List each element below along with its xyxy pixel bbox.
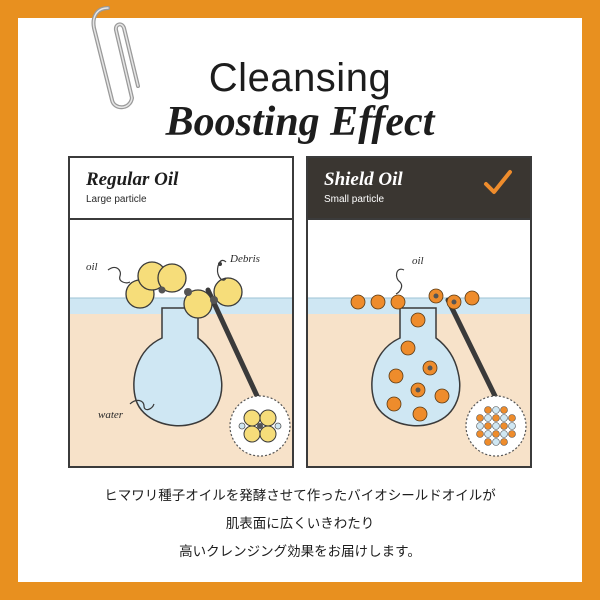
zoom-particle xyxy=(508,422,516,430)
oil-particle xyxy=(213,277,243,307)
regular-oil-diagram: oil Debris water xyxy=(70,253,292,466)
zoom-particle xyxy=(500,406,508,414)
oil-particle xyxy=(410,312,426,328)
regular-oil-panel: Regular Oil Large particle xyxy=(68,156,294,468)
oil-label: oil xyxy=(86,261,98,273)
zoom-particle xyxy=(492,438,500,446)
oil-particle xyxy=(464,290,480,306)
debris-label: Debris xyxy=(229,253,260,265)
zoom-particle xyxy=(476,422,484,430)
shield-oil-name: Shield Oil xyxy=(324,169,403,190)
oil-particle xyxy=(388,368,404,384)
oil-particle xyxy=(183,289,213,319)
zoom-particle xyxy=(484,430,492,438)
oil-particle xyxy=(412,406,428,422)
zoom-particle xyxy=(484,438,492,446)
debris-particle xyxy=(210,296,218,304)
description-line-2: 肌表面に広くいきわたり xyxy=(225,516,375,532)
description-line-1: ヒマワリ種子オイルを発酵させて作ったバイオシールドオイルが xyxy=(104,488,496,504)
zoom-particle xyxy=(500,430,508,438)
pore-shape xyxy=(133,307,223,427)
debris-particle xyxy=(184,288,192,296)
zoom-particle xyxy=(492,406,500,414)
zoom-particle xyxy=(476,414,484,422)
oil-label: oil xyxy=(412,255,424,267)
check-icon xyxy=(484,170,512,194)
debris-particle xyxy=(158,286,166,294)
oil-particle xyxy=(350,294,366,310)
zoom-particle xyxy=(484,414,492,422)
title-line-1: Cleansing xyxy=(208,56,392,100)
zoom-particle xyxy=(500,438,508,446)
oil-particle xyxy=(434,388,450,404)
zoom-particle xyxy=(492,430,500,438)
water-label: water xyxy=(98,409,124,421)
title-line-2: Boosting Effect xyxy=(165,99,435,145)
zoom-particle xyxy=(492,422,500,430)
zoom-particle xyxy=(508,430,516,438)
paperclip-icon xyxy=(91,6,140,110)
zoom-particle xyxy=(500,422,508,430)
zoom-particle xyxy=(508,414,516,422)
hair xyxy=(445,297,499,401)
oil-particle xyxy=(400,340,416,356)
zoom-particle xyxy=(484,422,492,430)
oil-particle xyxy=(390,294,406,310)
zoom-particle xyxy=(500,414,508,422)
oil-particle xyxy=(157,263,187,293)
description-line-3: 高いクレンジング効果をお届けします。 xyxy=(179,544,421,560)
shield-oil-subtitle: Small particle xyxy=(324,194,385,205)
shield-oil-diagram: oil xyxy=(308,255,530,466)
content-card: Cleansing Boosting Effect Regular Oil La… xyxy=(18,6,582,582)
shield-oil-header: Shield Oil Small particle xyxy=(308,158,530,220)
regular-oil-header: Regular Oil Large particle xyxy=(70,158,292,220)
oil-particle xyxy=(386,396,402,412)
regular-oil-subtitle: Large particle xyxy=(86,194,147,205)
zoom-particle xyxy=(484,406,492,414)
oil-particle xyxy=(370,294,386,310)
zoom-particle xyxy=(476,430,484,438)
shield-oil-panel: Shield Oil Small particle xyxy=(306,156,532,468)
zoom-particle xyxy=(492,414,500,422)
regular-oil-name: Regular Oil xyxy=(86,169,179,190)
